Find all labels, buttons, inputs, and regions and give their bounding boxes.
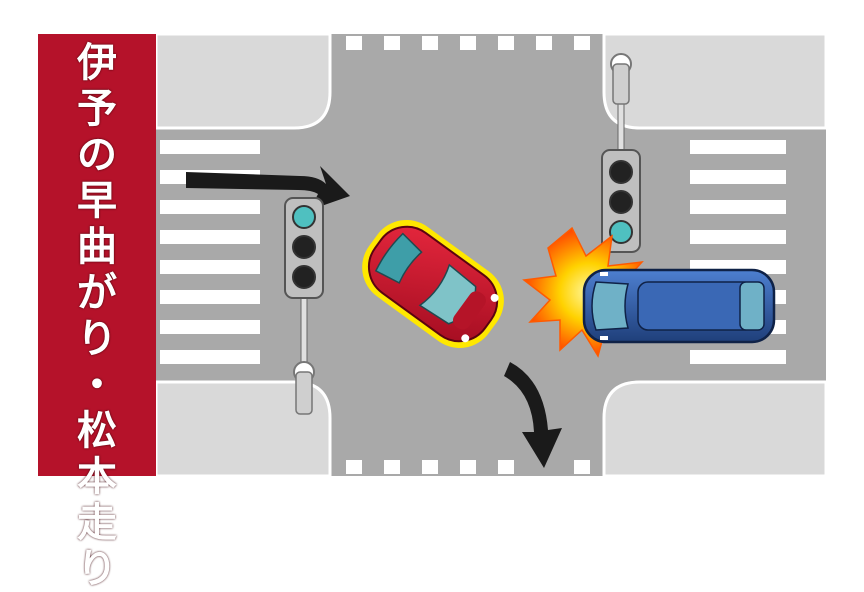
sidewalk-top-right [602, 32, 828, 130]
title-banner: 伊 予 の 早 曲 が り ・ 松 本 走 り [38, 34, 156, 592]
title-char: 予 [77, 86, 117, 132]
right-arrow-icon [186, 166, 350, 210]
blue-car-icon [582, 268, 776, 344]
title-char: 早 [77, 178, 117, 224]
traffic-signal-icon [284, 197, 324, 415]
title-char: ・ [77, 362, 117, 408]
title-char: 本 [77, 454, 117, 500]
sidewalk-top-left [154, 32, 332, 130]
crosswalk-top [346, 36, 590, 50]
sidewalk-bottom-right [602, 380, 828, 478]
title-char: 伊 [77, 40, 117, 86]
title-char: が [77, 270, 117, 316]
title-char: り [77, 546, 117, 592]
title-char: 走 [77, 500, 117, 546]
traffic-signal-icon [601, 53, 641, 253]
title-char: 曲 [77, 224, 117, 270]
title-char: り [77, 316, 117, 362]
crosswalk-left [160, 140, 260, 364]
title-char: の [77, 132, 117, 178]
red-car-icon [362, 219, 504, 348]
down-arrow-icon [504, 362, 562, 468]
intersection-illustration [154, 32, 828, 478]
crosswalk-bottom [346, 460, 590, 474]
title-char: 松 [77, 408, 117, 454]
